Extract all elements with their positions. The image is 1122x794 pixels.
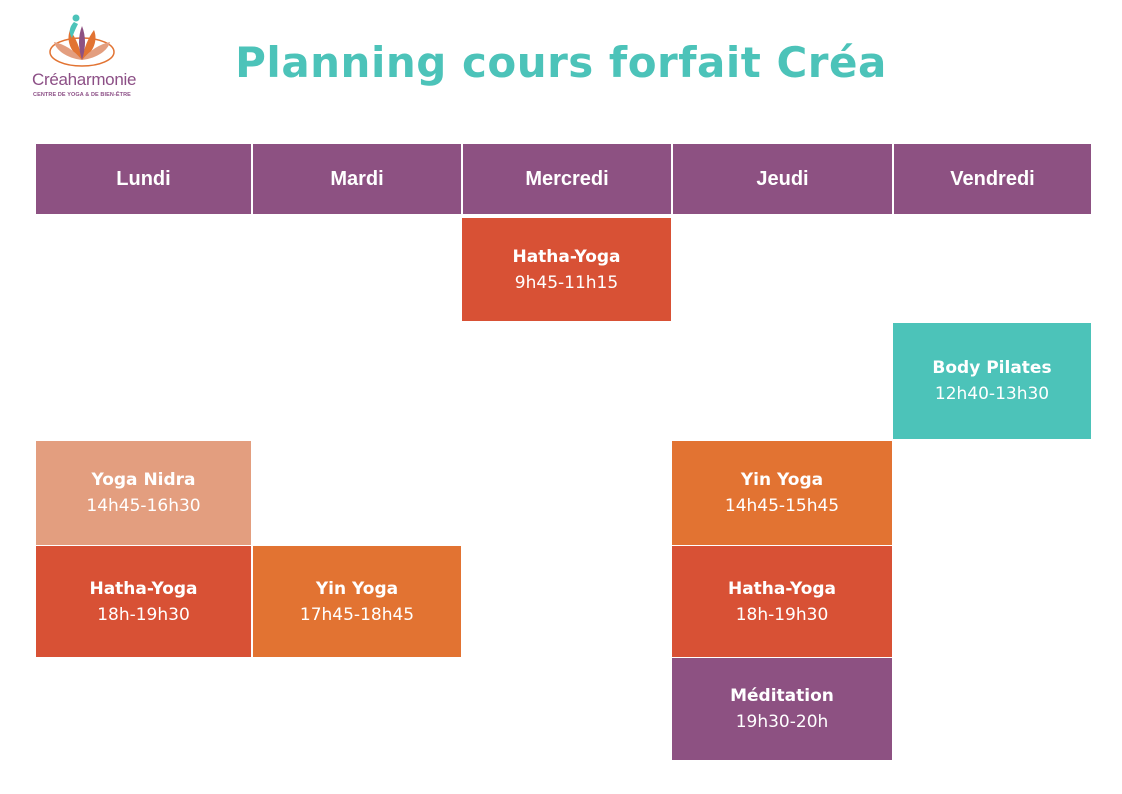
class-block: Yoga Nidra 14h45-16h30 [36, 441, 251, 545]
lotus-icon [49, 14, 115, 67]
day-header-mardi: Mardi [253, 144, 461, 214]
class-time: 18h-19h30 [735, 604, 829, 625]
class-block: Body Pilates 12h40-13h30 [893, 323, 1091, 439]
class-block: Yin Yoga 14h45-15h45 [672, 441, 892, 545]
class-time: 14h45-15h45 [724, 496, 840, 516]
class-name: Hatha-Yoga [512, 246, 621, 267]
class-time: 14h45-16h30 [86, 496, 201, 516]
day-header-lundi: Lundi [36, 144, 251, 214]
class-name: Méditation [730, 686, 834, 706]
creaharmonie-logo: Créaharmonie CENTRE DE YOGA & DE BIEN-ÊT… [30, 12, 137, 102]
day-header-mercredi: Mercredi [463, 144, 671, 214]
class-time: 12h40-13h30 [934, 384, 1050, 404]
class-block: Yin Yoga 17h45-18h45 [253, 546, 461, 657]
class-time: 9h45-11h15 [514, 272, 619, 293]
class-name: Hatha-Yoga [89, 578, 198, 599]
logo-tagline: CENTRE DE YOGA & DE BIEN-ÊTRE [33, 92, 131, 98]
class-name: Yin Yoga [315, 578, 399, 599]
class-block: Hatha-Yoga 18h-19h30 [36, 546, 251, 657]
class-name: Body Pilates [932, 358, 1052, 378]
class-time: 18h-19h30 [97, 604, 190, 625]
class-name: Hatha-Yoga [727, 578, 837, 599]
class-time: 17h45-18h45 [299, 604, 415, 625]
class-name: Yoga Nidra [91, 470, 196, 490]
day-header-vendredi: Vendredi [894, 144, 1091, 214]
class-name: Yin Yoga [740, 470, 824, 490]
class-block: Hatha-Yoga 18h-19h30 [672, 546, 892, 657]
class-block: Hatha-Yoga 9h45-11h15 [462, 218, 671, 321]
page-title: Planning cours forfait Créa [235, 38, 887, 87]
day-header-jeudi: Jeudi [673, 144, 892, 214]
class-time: 19h30-20h [735, 712, 829, 732]
logo-brand: Créaharmonie [32, 70, 137, 89]
class-block: Méditation 19h30-20h [672, 658, 892, 760]
